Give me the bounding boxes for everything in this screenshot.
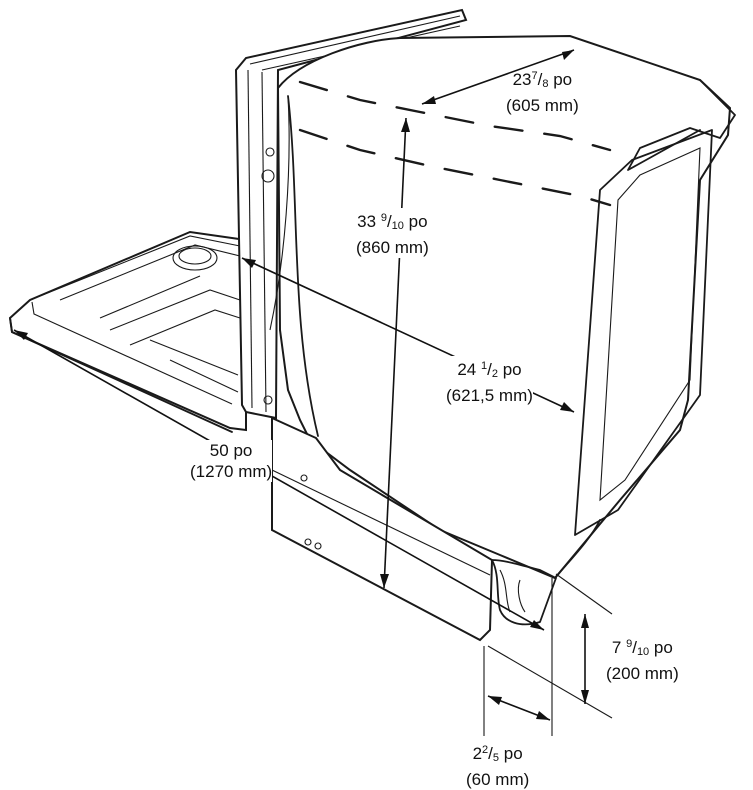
width-unit: po bbox=[502, 360, 522, 379]
toe-depth-denominator: 5 bbox=[492, 752, 500, 764]
door-open-dimension-line bbox=[13, 329, 545, 631]
toe-height-unit: po bbox=[653, 638, 673, 657]
toe-height-whole: 7 bbox=[611, 638, 622, 657]
width-whole: 24 bbox=[457, 360, 477, 379]
depth-whole: 23 bbox=[512, 70, 532, 89]
door-open-unit: po bbox=[233, 441, 253, 460]
front-frame bbox=[234, 8, 468, 420]
width-numerator: 1 bbox=[480, 360, 488, 372]
door-open-whole: 50 bbox=[209, 441, 229, 460]
toe-depth-label: 22/5 po (60 mm) bbox=[466, 744, 530, 789]
dimension-lines bbox=[13, 49, 613, 736]
width-label: 24 1/2 po (621,5 mm) bbox=[446, 356, 533, 406]
height-label: 33 9/10 po (860 mm) bbox=[356, 208, 429, 258]
open-door bbox=[8, 230, 247, 433]
depth-unit: po bbox=[553, 70, 573, 89]
toe-depth-metric: (60 mm) bbox=[466, 770, 530, 789]
height-denominator: 10 bbox=[391, 220, 404, 232]
toe-depth-whole: 2 bbox=[472, 744, 483, 763]
toe-depth-numerator: 2 bbox=[482, 744, 489, 756]
depth-numerator: 7 bbox=[531, 70, 538, 82]
door-open-label: 50 po (1270 mm) bbox=[190, 440, 273, 482]
depth-label: 237/8 po (605 mm) bbox=[506, 70, 579, 115]
toe-height-numerator: 9 bbox=[626, 638, 633, 650]
door-open-metric: (1270 mm) bbox=[190, 462, 273, 481]
toe-height-metric: (200 mm) bbox=[606, 664, 679, 683]
height-numerator: 9 bbox=[380, 212, 387, 224]
depth-denominator: 8 bbox=[542, 78, 549, 90]
height-metric: (860 mm) bbox=[356, 238, 429, 257]
height-whole: 33 bbox=[357, 212, 377, 231]
toe-depth-unit: po bbox=[503, 744, 523, 763]
width-denominator: 2 bbox=[491, 368, 498, 380]
dashed-top-outline bbox=[298, 80, 612, 207]
height-dimension-line bbox=[383, 117, 407, 589]
toe-height-label: 7 9/10 po (200 mm) bbox=[606, 638, 679, 683]
depth-metric: (605 mm) bbox=[506, 96, 579, 115]
base-kickplate bbox=[271, 416, 557, 642]
depth-dimension-line bbox=[421, 49, 575, 105]
toe-height-denominator: 10 bbox=[636, 646, 650, 658]
width-metric: (621,5 mm) bbox=[446, 386, 533, 405]
height-unit: po bbox=[408, 212, 428, 231]
